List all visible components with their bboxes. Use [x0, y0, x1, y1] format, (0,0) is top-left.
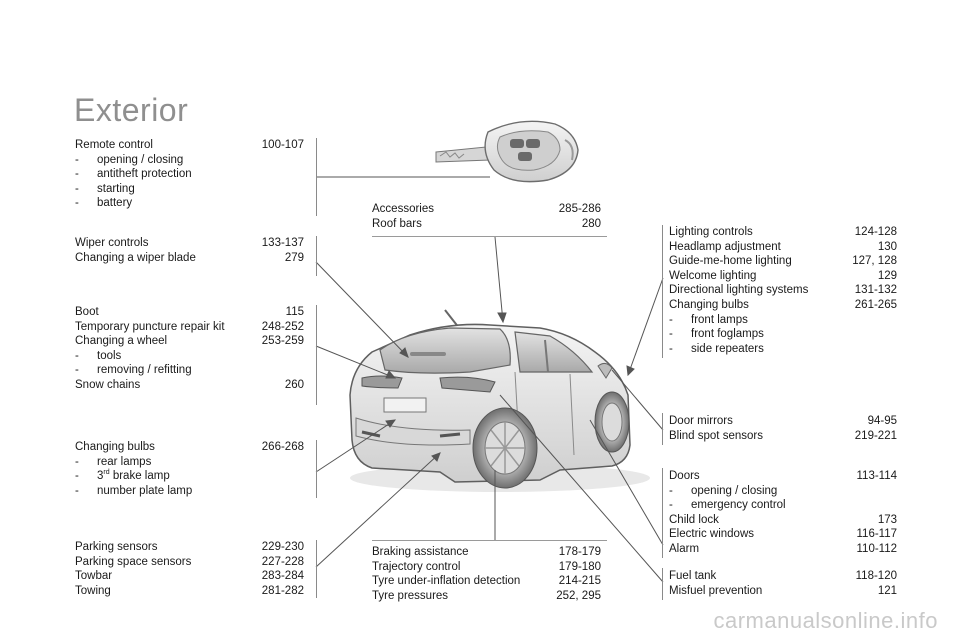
guide-me-home-link[interactable]: Guide-me-home lighting [669, 255, 792, 268]
doors-item-emergency[interactable]: emergency control [691, 499, 786, 512]
wheel-item-removing[interactable]: removing / refitting [97, 364, 192, 377]
braking-assist-link[interactable]: Braking assistance [372, 546, 469, 558]
changing-wheel-link[interactable]: Changing a wheel [75, 335, 168, 348]
bulb-item-brake-lamp[interactable]: 3rd brake lamp [97, 469, 170, 483]
boot-link[interactable]: Boot [75, 306, 99, 318]
divider [316, 138, 317, 216]
page-title: Exterior [74, 92, 189, 128]
divider [316, 236, 317, 276]
towing-link[interactable]: Towing [75, 584, 111, 597]
divider [316, 540, 317, 598]
electric-windows-link[interactable]: Electric windows [669, 528, 754, 541]
watermark: carmanualsonline.info [713, 608, 938, 633]
doors-item-opening[interactable]: opening / closing [691, 484, 778, 497]
blind-spot-link[interactable]: Blind spot sensors [669, 429, 763, 442]
directional-lighting-link[interactable]: Directional lighting systems [669, 284, 809, 297]
pointer-lines [315, 176, 664, 583]
wiper-controls-link[interactable]: Wiper controls [75, 237, 149, 249]
wiper-blade-link[interactable]: Changing a wiper blade [75, 251, 196, 264]
misfuel-link[interactable]: Misfuel prevention [669, 584, 763, 597]
car-rear-three-quarter [349, 309, 650, 492]
bulb-item-side-repeaters[interactable]: side repeaters [691, 342, 764, 355]
rear-bulbs-link[interactable]: Changing bulbs [75, 441, 155, 453]
tyre-pressures-link[interactable]: Tyre pressures [372, 589, 449, 602]
child-lock-link[interactable]: Child lock [669, 513, 719, 526]
parking-space-link[interactable]: Parking space sensors [75, 555, 192, 568]
bulb-item-plate-lamp[interactable]: number plate lamp [97, 484, 193, 497]
parking-sensors-link[interactable]: Parking sensors [75, 541, 158, 553]
divider [662, 225, 663, 358]
remote-item-starting[interactable]: starting [97, 182, 135, 195]
divider [662, 468, 663, 558]
divider [662, 568, 663, 600]
divider [316, 440, 317, 498]
trajectory-link[interactable]: Trajectory control [372, 560, 461, 573]
bulb-item-front-lamps[interactable]: front lamps [691, 313, 748, 326]
fuel-tank-link[interactable]: Fuel tank [669, 570, 717, 582]
door-mirrors-link[interactable]: Door mirrors [669, 415, 733, 427]
accessories-link[interactable]: Accessories [372, 203, 434, 215]
puncture-kit-link[interactable]: Temporary puncture repair kit [75, 320, 225, 333]
bulb-item-front-foglamps[interactable]: front foglamps [691, 328, 764, 341]
alarm-link[interactable]: Alarm [669, 542, 700, 555]
front-bulbs-link[interactable]: Changing bulbs [669, 298, 749, 311]
welcome-lighting-link[interactable]: Welcome lighting [669, 269, 757, 282]
wheel-item-tools[interactable]: tools [97, 349, 122, 362]
divider [662, 413, 663, 445]
remote-item-battery[interactable]: battery [97, 197, 133, 210]
bulb-item-rear-lamps[interactable]: rear lamps [97, 455, 152, 468]
remote-key-icon [435, 120, 579, 183]
snow-chains-link[interactable]: Snow chains [75, 378, 141, 391]
tyre-detection-link[interactable]: Tyre under-inflation detection [372, 575, 521, 588]
remote-item-opening[interactable]: opening / closing [97, 153, 184, 166]
headlamp-adjust-link[interactable]: Headlamp adjustment [669, 240, 781, 253]
roof-bars-link[interactable]: Roof bars [372, 217, 422, 230]
divider [372, 540, 607, 541]
lighting-controls-link[interactable]: Lighting controls [669, 226, 753, 238]
towbar-link[interactable]: Towbar [75, 570, 113, 583]
doors-link[interactable]: Doors [669, 470, 700, 482]
remote-control-link[interactable]: Remote control [75, 139, 153, 151]
remote-item-antitheft[interactable]: antitheft protection [97, 168, 192, 181]
divider [316, 305, 317, 405]
divider [372, 236, 607, 237]
remote-control-pages: 100-107 [261, 139, 304, 151]
